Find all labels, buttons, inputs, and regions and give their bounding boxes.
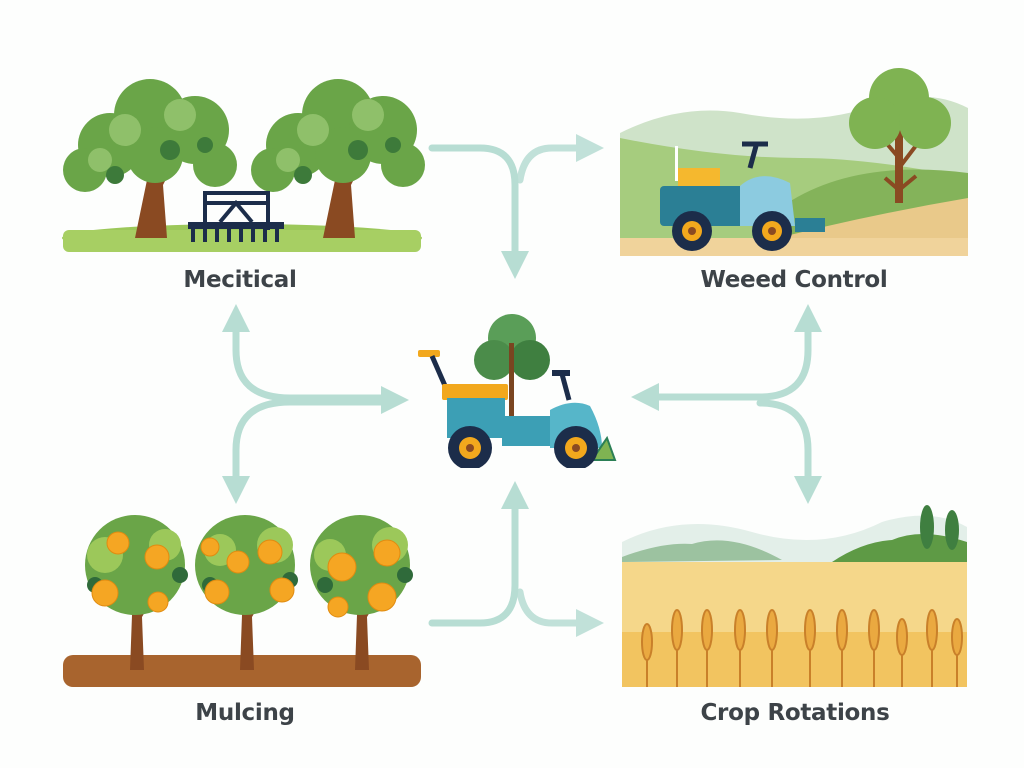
orange-trees-illustration xyxy=(63,515,421,687)
node-label-mulching: Mulcing xyxy=(195,700,295,726)
arrow-left-to-mulching xyxy=(222,398,394,504)
wheat-stalk-icons xyxy=(641,609,963,687)
orange-fruit-icons xyxy=(91,531,401,618)
hub-tractor[interactable] xyxy=(412,308,622,468)
node-mechanical xyxy=(55,60,430,260)
arrow-top-to-hub xyxy=(428,144,529,279)
arrow-bottom-to-crop xyxy=(516,588,604,637)
node-label-weed-control: Weeed Control xyxy=(700,267,888,293)
node-mulching xyxy=(60,505,425,690)
node-crop-rotations xyxy=(622,502,967,687)
olive-trees-illustration xyxy=(62,79,425,252)
arrow-left-to-mechanical xyxy=(222,304,394,402)
harrow-icon xyxy=(203,191,270,230)
node-label-crop-rotations: Crop Rotations xyxy=(700,700,890,726)
arrow-top-to-weed xyxy=(516,134,604,184)
tractor-hills-illustration xyxy=(620,68,968,256)
node-label-mechanical: Mecitical xyxy=(183,267,297,293)
arrow-right-to-weed xyxy=(756,304,822,401)
wheat-field-illustration xyxy=(622,505,967,687)
tractor-tree-icon xyxy=(418,314,617,468)
arrow-right-to-crop xyxy=(756,399,822,504)
node-weed-control xyxy=(620,58,968,256)
arrow-bottom-to-hub xyxy=(428,481,529,627)
